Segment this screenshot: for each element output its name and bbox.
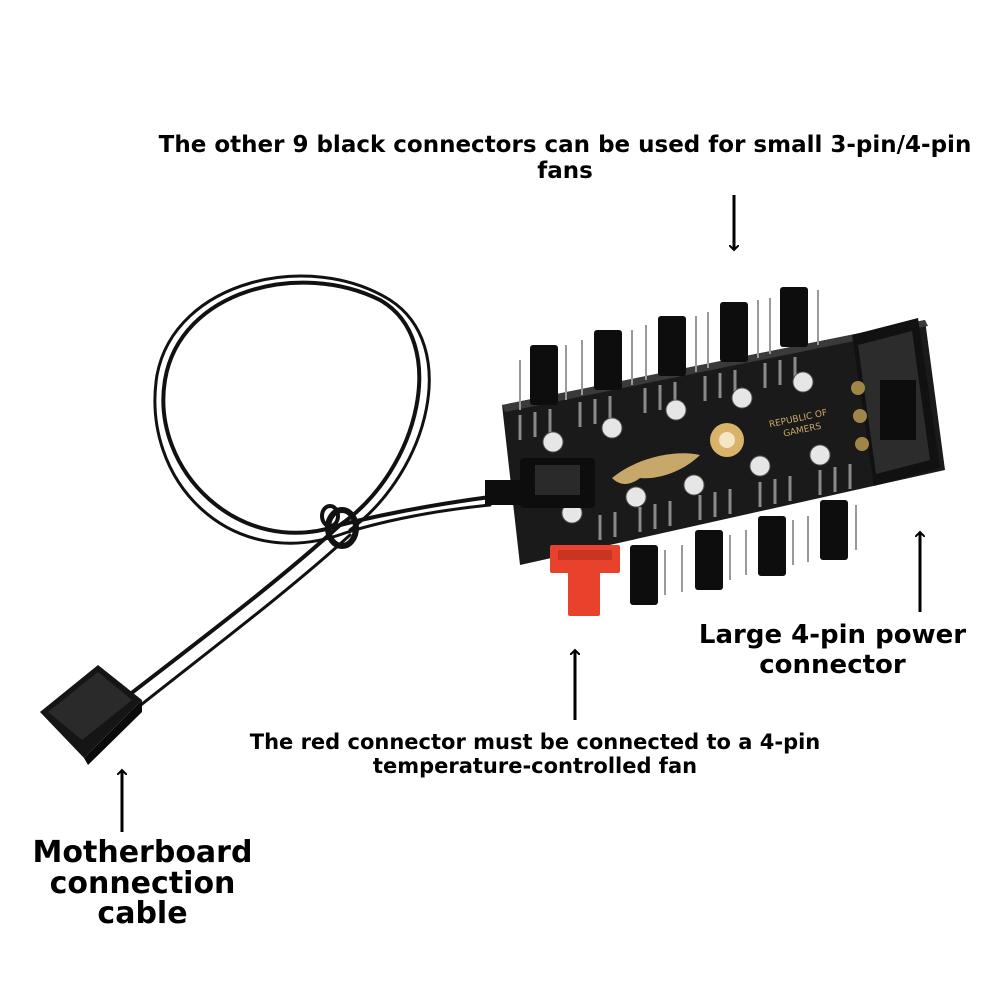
cable-tie (320, 504, 359, 549)
input-connector (485, 458, 595, 508)
red-connector (550, 545, 620, 616)
motherboard-plug (40, 665, 142, 765)
board-pins (518, 357, 852, 540)
motherboard-cable-annotation: Motherboard connection cable (32, 835, 253, 932)
top-connector-row (530, 287, 808, 405)
fan-connector (530, 345, 558, 405)
rog-logo (612, 453, 700, 484)
black-connectors-annotation: The other 9 black connectors can be used… (158, 132, 972, 184)
fan-connector (720, 302, 748, 362)
fan-connector (658, 316, 686, 376)
red-connector-annotation: The red connector must be connected to a… (249, 730, 821, 778)
fan-connector (820, 500, 848, 560)
fan-connector (758, 516, 786, 576)
bottom-pin-headers (664, 505, 857, 595)
fan-connector (630, 545, 658, 605)
top-pin-headers (519, 290, 819, 410)
bottom-connector-row (630, 500, 848, 605)
motherboard-cable (118, 274, 492, 714)
fan-connector (594, 330, 622, 390)
fan-connector (780, 287, 808, 347)
fan-connector (695, 530, 723, 590)
power-connector-annotation: Large 4-pin power connector (698, 620, 967, 680)
power-connector (851, 318, 940, 486)
